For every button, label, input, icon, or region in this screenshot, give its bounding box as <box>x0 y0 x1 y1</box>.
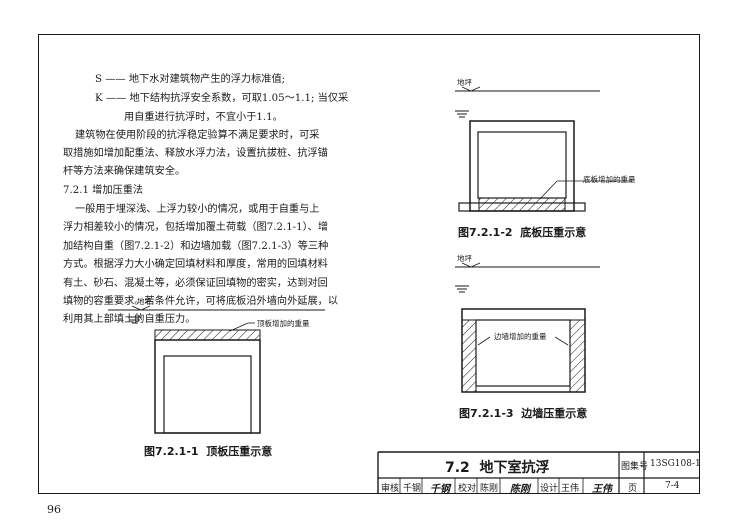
drawing-title: 7.2 地下室抗浮 <box>445 460 550 476</box>
drawing-frame <box>38 34 700 494</box>
fig3-weight-label: 边墙增加的重量 <box>494 332 547 341</box>
text-line: K —— 地下结构抗浮安全系数，可取1.05～1.1; 当仅采 <box>95 93 349 104</box>
checker-signature: 陈刚 <box>510 484 530 495</box>
text-line: 取措施如增加配重法、释放水浮力法，设置抗拔桩、抗浮锚 <box>63 148 328 159</box>
fig1-caption: 图7.2.1-1 顶板压重示意 <box>144 445 273 458</box>
design-label: 设计 <box>540 484 559 494</box>
text-line: 方式。根据浮力大小确定回填材料和厚度，常用的回填材料 <box>63 259 328 270</box>
review-label: 审核 <box>381 484 400 494</box>
text-line: S —— 地下水对建筑物产生的浮力标准值; <box>95 74 286 85</box>
fig2-caption: 图7.2.1-2 底板压重示意 <box>458 226 587 239</box>
text-line: 加结构自重（图7.2.1-2）和边墙加载（图7.2.1-3）等三种 <box>63 241 329 252</box>
page-label: 页 <box>628 484 638 494</box>
fig2-ground-label: 地坪 <box>457 78 472 87</box>
text-line: 利用其上部填土的自重压力。 <box>63 314 196 325</box>
atlas-label: 图集号 <box>621 462 649 472</box>
fig3-ground-label: 地坪 <box>457 254 472 263</box>
text-line: 浮力相差较小的情况，包括增加覆土荷载（图7.2.1-1）、增 <box>63 222 329 233</box>
text-line: 一般用于埋深浅、上浮力较小的情况，或用于自重与上 <box>75 204 320 215</box>
fig2-weight-label: 底板增加的重量 <box>583 175 636 184</box>
figure-1-roof-weight <box>108 305 325 434</box>
fig1-weight-label: 顶板增加的重量 <box>257 319 310 328</box>
text-line: 用自重进行抗浮时，不宜小于1.1。 <box>124 112 283 123</box>
title-block-lines <box>377 451 700 494</box>
designer-name: 王伟 <box>561 484 580 494</box>
reviewer-name: 千钢 <box>403 484 422 494</box>
fig3-caption: 图7.2.1-3 边墙压重示意 <box>459 407 588 420</box>
checker-name: 陈刚 <box>480 484 499 494</box>
figure-2-floor-weight <box>455 86 632 212</box>
text-line: 有土、砂石、混凝土等，必须保证回填物的密实，达到对回 <box>63 278 328 289</box>
text-line: 杆等方法来确保建筑安全。 <box>63 166 186 177</box>
designer-signature: 王伟 <box>592 484 612 495</box>
text-line: 填物的容重要求。若条件允许，可将底板沿外墙向外延展，以 <box>63 296 339 307</box>
page-number-code: 7-4 <box>665 481 680 491</box>
section-heading: 7.2.1 增加压重法 <box>63 185 144 196</box>
text-line: 建筑物在使用阶段的抗浮稳定验算不满足要求时，可采 <box>75 130 320 141</box>
page-number: 96 <box>47 503 61 516</box>
reviewer-signature: 千钢 <box>430 484 450 495</box>
check-label: 校对 <box>458 484 477 494</box>
atlas-number: 13SG108-1 <box>650 459 701 469</box>
figure-3-side-wall-weight <box>455 262 600 393</box>
fig1-ground-label: 地坪 <box>137 297 152 306</box>
